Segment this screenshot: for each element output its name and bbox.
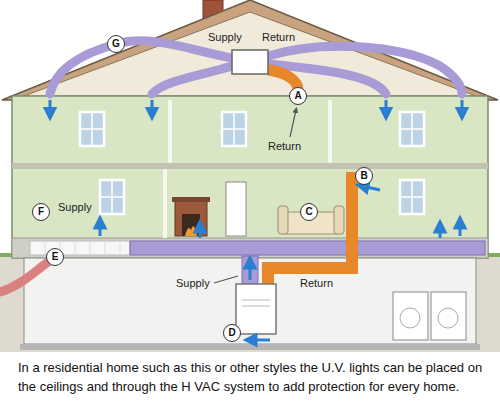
furnace <box>236 284 276 334</box>
callout-circle: F <box>32 203 50 221</box>
callout-letter: F <box>38 206 44 218</box>
leader-line <box>290 110 296 137</box>
leader-line <box>214 276 238 283</box>
airflow-arrow <box>250 339 270 342</box>
ground <box>0 256 500 352</box>
dryer-door <box>438 308 458 328</box>
callout-letter: A <box>294 90 301 102</box>
window <box>80 112 424 214</box>
firebox <box>182 214 200 236</box>
mantle <box>172 197 210 202</box>
couch-arm <box>278 206 288 234</box>
dryer <box>431 292 466 340</box>
duct-label: Supply <box>58 201 92 214</box>
callout-circle: E <box>46 248 64 266</box>
callout-circle: G <box>107 35 125 53</box>
window-pane <box>80 112 424 214</box>
air-handler <box>232 50 268 74</box>
basement <box>24 258 476 344</box>
callout-letter: C <box>305 206 312 218</box>
couch-arm <box>334 206 344 234</box>
floor-slab <box>12 238 488 258</box>
airflow-arrow <box>249 262 252 280</box>
duct-label: Supply <box>208 31 242 44</box>
fireplace <box>175 200 207 236</box>
duct-label: Supply <box>176 277 210 290</box>
furnace-grille <box>242 300 270 306</box>
roof <box>2 0 498 100</box>
callout-circle: A <box>289 87 307 105</box>
floor-slab <box>12 163 488 169</box>
callout-circle: D <box>223 324 241 342</box>
airflow-arrow <box>50 100 462 238</box>
callout-letter: E <box>52 251 59 263</box>
insulated-duct <box>30 241 130 255</box>
washer <box>393 292 428 340</box>
duct-label: Return <box>262 31 295 44</box>
supply-plenum <box>242 256 258 284</box>
callout-letter: D <box>228 327 235 339</box>
door <box>226 182 246 236</box>
callout-circle: B <box>355 167 373 185</box>
duct-label: Return <box>268 140 301 153</box>
supply-trunk <box>130 241 485 255</box>
outside-air-duct <box>0 262 48 292</box>
duct-label: Return <box>300 277 333 290</box>
house-wall <box>12 96 488 258</box>
caption: In a residential home such as this or ot… <box>18 358 486 396</box>
callout-letter: G <box>112 38 120 50</box>
callout-letter: B <box>360 170 367 182</box>
washer-door <box>400 308 420 328</box>
return-duct <box>268 172 352 284</box>
basement-slab <box>20 344 480 350</box>
partition <box>165 100 330 238</box>
attic <box>24 12 476 96</box>
house-illustration <box>0 0 500 352</box>
fire <box>185 226 197 236</box>
callout-circle: C <box>300 203 318 221</box>
